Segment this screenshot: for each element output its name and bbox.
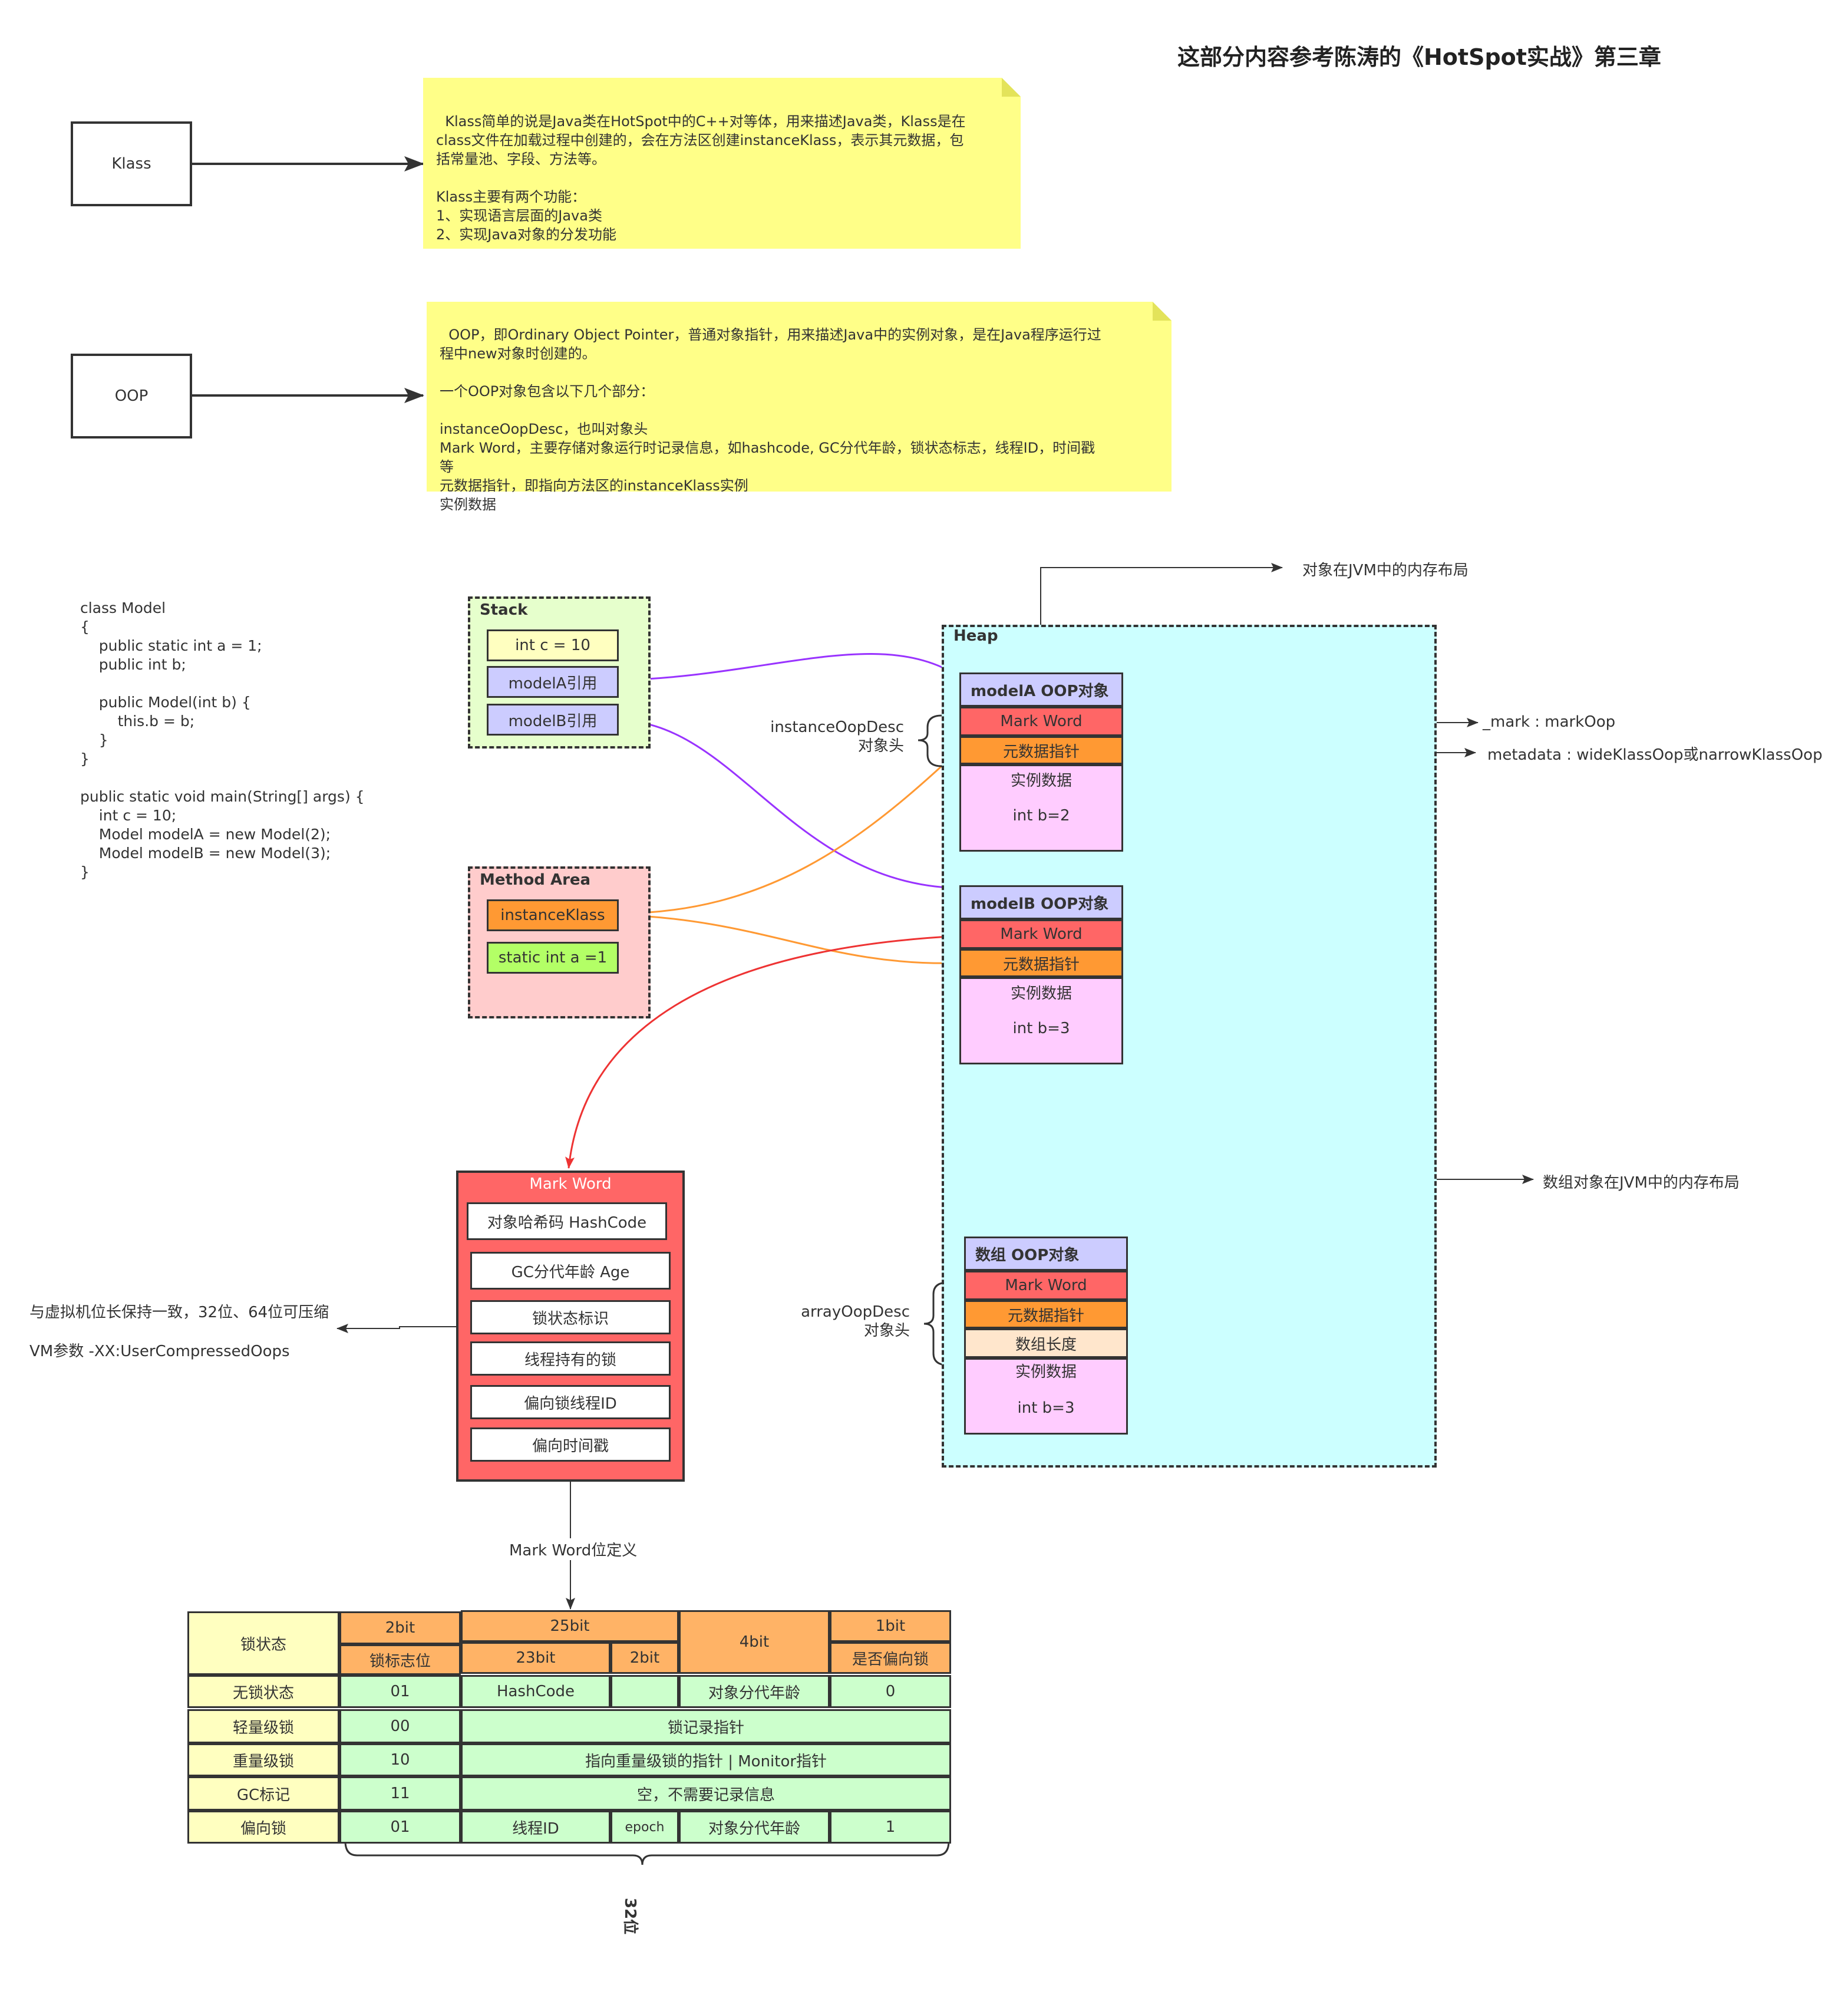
vm-param-label: VM参数 -XX:UserCompressedOops [29,1343,290,1360]
table-header-2bit-b: 2bit [610,1642,679,1674]
mark-word-biased-thread-id: 偏向锁线程ID [470,1385,671,1419]
modelA-instance-data-label: 实例数据 [1010,772,1072,790]
bits-brace [344,1841,950,1865]
klass-box: Klass [71,121,192,206]
modelA-instance-data: 实例数据 int b=2 [959,764,1123,852]
table-row-biased-flag: 01 [339,1811,461,1844]
array-length: 数组长度 [964,1328,1128,1358]
array-instance-data: 实例数据 int b=3 [964,1358,1128,1435]
oop-note: OOP，即Ordinary Object Pointer，普通对象指针，用来描述… [427,302,1172,513]
array-oop-desc-label: arrayOopDesc 对象头 [801,1303,910,1340]
oop-box: OOP [71,354,192,438]
table-row-gc-flag: 11 [339,1776,461,1811]
table-header-1bit: 1bit [830,1610,951,1642]
table-row-unlocked-flag: 01 [339,1675,461,1708]
mark-oop-label: _mark : markOop [1483,713,1616,731]
table-row-heavy-content: 指向重量级锁的指针 | Monitor指针 [461,1743,951,1776]
table-header-25bit: 25bit [461,1610,679,1642]
table-row-heavy-flag: 10 [339,1743,461,1776]
klass-note: Klass简单的说是Java类在HotSpot中的C++对等体，用来描述Java… [423,78,1021,249]
layout-top-label: 对象在JVM中的内存布局 [1302,562,1468,579]
table-header-flag-bits: 锁标志位 [339,1644,461,1675]
modelB-oop-title: modelB OOP对象 [959,885,1123,919]
table-row-unlocked-age: 对象分代年龄 [679,1675,830,1708]
mark-word-held-lock: 线程持有的锁 [470,1341,671,1376]
modelB-meta-arrow [616,910,960,964]
table-row-unlocked-hashcode: HashCode [461,1675,610,1708]
modelB-mark-word: Mark Word [959,919,1123,949]
note-fold-icon [1153,302,1172,321]
array-instance-data-label: 实例数据 [1015,1363,1077,1381]
table-row-light-content: 锁记录指针 [461,1709,951,1743]
mark-word-detail-title: Mark Word [529,1175,612,1193]
table-row-light-flag: 00 [339,1709,461,1743]
array-mark-word: Mark Word [964,1271,1128,1300]
layout-array-label: 数组对象在JVM中的内存布局 [1543,1174,1740,1192]
array-field-value: int b=3 [1017,1399,1075,1417]
heap-title: Heap [953,627,998,645]
table-row-gc-state: GC标记 [187,1776,339,1811]
table-lock-state-header: 锁状态 [187,1611,339,1675]
array-metadata-pointer: 元数据指针 [964,1300,1128,1328]
stack-title: Stack [480,601,528,619]
mark-word-def-label: Mark Word位定义 [506,1538,641,1560]
mark-word-age: GC分代年龄 Age [470,1252,671,1290]
table-row-biased-thread-id: 线程ID [461,1811,610,1844]
mark-word-hashcode: 对象哈希码 HashCode [467,1202,667,1240]
modelB-instance-data-label: 实例数据 [1010,985,1072,1003]
mark-word-biased-timestamp: 偏向时间戳 [470,1427,671,1462]
table-row-unlocked-state: 无锁状态 [187,1675,339,1708]
method-area-static-field: static int a =1 [487,942,619,974]
word-size-label: 与虚拟机位长保持一致，32位、64位可压缩 [29,1304,329,1321]
note-fold-icon [1002,78,1021,97]
metadata-label: metadata : wideKlassOop或narrowKlassOop [1487,746,1823,764]
table-row-gc-content: 空，不需要记录信息 [461,1776,951,1811]
oop-note-text: OOP，即Ordinary Object Pointer，普通对象指针，用来描述… [440,327,1101,513]
markword-arrow [565,935,960,1169]
word-size-connector [336,1324,456,1333]
stack-item-int-c: int c = 10 [487,629,619,661]
modelB-ref-arrow [616,719,960,893]
table-row-biased-epoch: epoch [610,1811,679,1844]
modelB-instance-data: 实例数据 int b=3 [959,977,1123,1064]
method-area-title: Method Area [480,871,591,889]
modelA-meta-arrow [616,749,961,918]
modelB-field-value: int b=3 [1012,1020,1070,1037]
modelA-oop-title: modelA OOP对象 [959,672,1123,707]
stack-item-modelB-ref: modelB引用 [487,704,619,736]
table-header-23bit: 23bit [461,1642,610,1674]
modelA-field-value: int b=2 [1012,807,1070,825]
table-row-unlocked-empty [610,1675,679,1708]
table-row-unlocked-biased: 0 [830,1675,951,1708]
table-header-2bit: 2bit [339,1611,461,1644]
modelA-ref-arrow [616,653,960,681]
table-row-biased-flag-bit: 1 [830,1811,951,1844]
method-area-instanceKlass: instanceKlass [487,899,619,931]
table-row-heavy-state: 重量级锁 [187,1743,339,1776]
modelB-metadata-pointer: 元数据指针 [959,949,1123,977]
mark-word-lock-flag: 锁状态标识 [470,1300,671,1334]
instance-oop-desc-label: instanceOopDesc 对象头 [770,718,904,755]
klass-note-text: Klass简单的说是Java类在HotSpot中的C++对等体，用来描述Java… [436,113,966,243]
code-block: class Model { public static int a = 1; p… [80,599,365,881]
bits-32-label: 32位 [621,1898,639,1935]
table-header-4bit: 4bit [679,1610,830,1674]
table-row-biased-age: 对象分代年龄 [679,1811,830,1844]
modelA-mark-word: Mark Word [959,707,1123,736]
modelA-metadata-pointer: 元数据指针 [959,736,1123,764]
array-brace [923,1281,948,1366]
array-oop-title: 数组 OOP对象 [964,1237,1128,1271]
stack-item-modelA-ref: modelA引用 [487,666,619,698]
page-title: 这部分内容参考陈涛的《HotSpot实战》第三章 [1177,44,1661,70]
instance-brace [918,714,942,767]
table-header-biased: 是否偏向锁 [830,1642,951,1674]
table-row-light-state: 轻量级锁 [187,1709,339,1743]
table-row-biased-state: 偏向锁 [187,1811,339,1844]
